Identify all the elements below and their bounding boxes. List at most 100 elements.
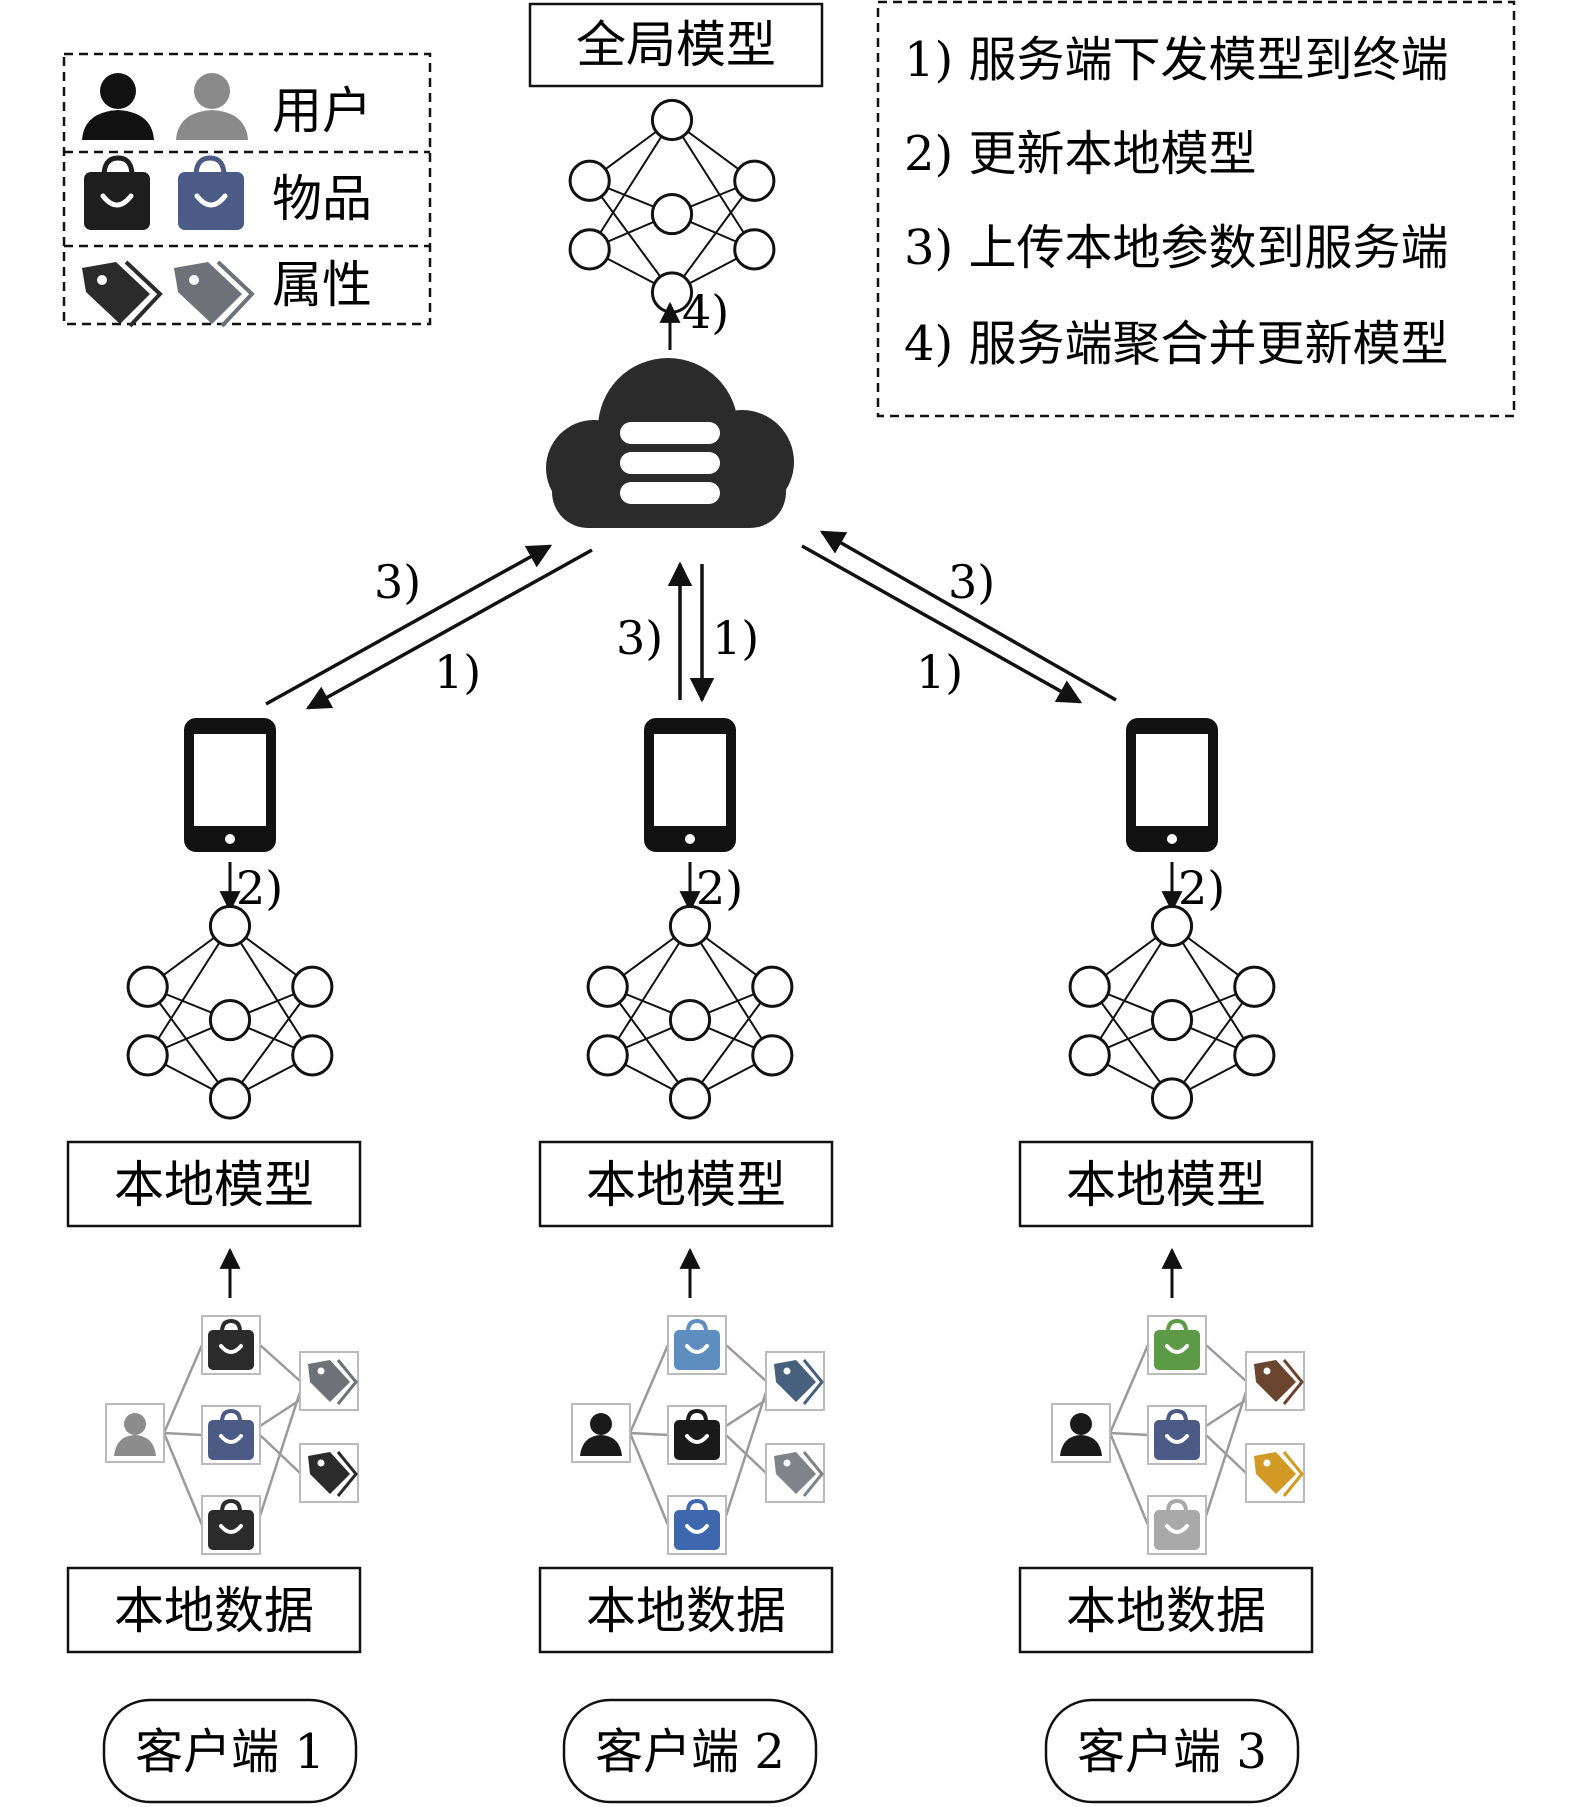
tag-icon	[82, 260, 163, 328]
local-model-label: 本地模型	[114, 1156, 314, 1214]
communication-arrows: 3) 1) 3) 1) 3) 1)	[265, 530, 1117, 710]
user-icon	[82, 73, 154, 140]
bag-icon	[201, 1495, 261, 1555]
client-name-pill	[102, 1698, 358, 1804]
neural-network-icon	[1068, 904, 1276, 1120]
step-3-text: 3) 上传本地参数到服务端	[904, 220, 1449, 276]
graph-edge	[162, 1432, 204, 1526]
graph-edge	[725, 1344, 767, 1382]
tag-icon	[765, 1351, 825, 1411]
neuron-node	[751, 1034, 794, 1077]
bag-icon	[667, 1495, 727, 1555]
neuron-node	[1068, 1034, 1111, 1077]
neuron-node	[1150, 1077, 1194, 1120]
step-4-mark: 4)	[682, 285, 729, 339]
bag-icon	[667, 1315, 727, 1375]
local-data-label: 本地数据	[1066, 1582, 1266, 1640]
cloud-server-icon	[546, 358, 794, 528]
graph-edge	[162, 1344, 204, 1434]
download-arrow	[801, 544, 1083, 704]
step-4-text: 4) 服务端聚合并更新模型	[904, 316, 1449, 372]
step-3-mark: 3)	[616, 611, 663, 665]
neuron-node	[208, 904, 252, 948]
step-1-mark: 1)	[916, 645, 963, 699]
neuron-node	[1150, 998, 1194, 1042]
neuron-node	[208, 1077, 252, 1120]
tablet-icon	[184, 718, 276, 852]
legend-user-label: 用户	[272, 82, 372, 140]
step-list-border	[876, 0, 1516, 418]
local-data-graph	[1051, 1315, 1305, 1555]
tag-icon	[299, 1351, 359, 1411]
graph-edge	[725, 1398, 767, 1428]
neuron-node	[291, 1034, 334, 1077]
step-2-mark: 2)	[1178, 861, 1225, 915]
graph-edge	[163, 1431, 203, 1437]
neuron-node	[126, 965, 169, 1008]
neuron-node	[650, 98, 694, 142]
neuron-node	[568, 228, 611, 271]
global-model-box	[528, 2, 824, 88]
neuron-node	[650, 192, 694, 236]
local-data-box	[66, 1566, 362, 1654]
upload-arrow	[265, 544, 553, 706]
neuron-node	[1233, 1034, 1276, 1077]
global-model: 全局模型	[528, 2, 824, 314]
neuron-node	[733, 159, 776, 202]
graph-edge	[1205, 1398, 1247, 1428]
local-data-label: 本地数据	[586, 1582, 786, 1640]
neuron-node	[126, 1034, 169, 1077]
neuron-node	[291, 965, 334, 1008]
upload-arrow	[819, 530, 1117, 702]
bag-icon	[178, 155, 244, 230]
graph-edge	[259, 1344, 301, 1382]
bag-icon	[667, 1405, 727, 1465]
bag-icon	[1147, 1315, 1207, 1375]
graph-edge	[1204, 1391, 1248, 1517]
graph-edge	[628, 1344, 670, 1434]
neural-network-icon	[126, 904, 334, 1120]
tablet-icon	[1126, 718, 1218, 852]
tag-icon	[174, 260, 255, 328]
step-list: 1) 服务端下发模型到终端 2) 更新本地模型 3) 上传本地参数到服务端 4)…	[876, 0, 1516, 418]
user-icon	[571, 1403, 631, 1463]
client-name: 客户端 2	[595, 1724, 785, 1780]
local-data-box	[538, 1566, 834, 1654]
bag-icon	[1147, 1495, 1207, 1555]
legend-item-label: 物品	[272, 170, 372, 228]
user-icon	[176, 73, 248, 140]
local-model-box	[538, 1140, 834, 1228]
tag-icon	[299, 1443, 359, 1503]
local-model-label: 本地模型	[1066, 1156, 1266, 1214]
local-data-graph	[105, 1315, 359, 1555]
graph-edge	[724, 1391, 768, 1517]
tag-icon	[765, 1443, 825, 1503]
neuron-node	[1068, 965, 1111, 1008]
graph-edge	[1205, 1344, 1247, 1382]
step-2-mark: 2)	[696, 861, 743, 915]
neuron-node	[751, 965, 794, 1008]
neuron-node	[208, 998, 252, 1042]
bag-icon	[201, 1315, 261, 1375]
local-model-box	[1018, 1140, 1314, 1228]
client-name: 客户端 3	[1077, 1724, 1267, 1780]
neuron-node	[668, 1077, 712, 1120]
bag-icon	[201, 1405, 261, 1465]
neuron-node	[586, 1034, 629, 1077]
graph-edge	[259, 1398, 301, 1428]
legend-border	[62, 52, 432, 326]
step-3-mark: 3)	[948, 555, 995, 609]
download-arrow	[305, 548, 593, 710]
graph-edge	[258, 1391, 302, 1517]
neuron-node	[1233, 965, 1276, 1008]
step-1-mark: 1)	[712, 611, 759, 665]
neural-network-icon	[568, 98, 776, 314]
tag-icon	[1245, 1443, 1305, 1503]
neuron-node	[568, 159, 611, 202]
local-data-label: 本地数据	[114, 1582, 314, 1640]
graph-edge	[1108, 1344, 1150, 1434]
